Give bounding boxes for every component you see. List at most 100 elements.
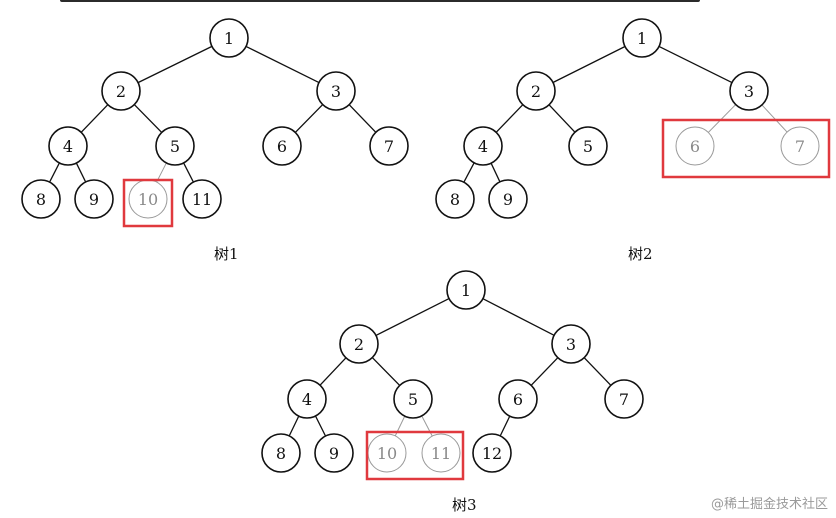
node-circle <box>421 433 461 473</box>
tree-node-8: 8 <box>435 179 475 219</box>
watermark: @稀土掘金技术社区 <box>710 497 828 512</box>
edge-2-4 <box>319 357 347 386</box>
node-label: 3 <box>331 82 341 101</box>
node-circle <box>435 179 475 219</box>
tree-node-2: 2 <box>101 71 141 111</box>
tree-node-12: 12 <box>472 433 512 473</box>
node-label: 4 <box>63 137 73 156</box>
node-label: 2 <box>531 82 541 101</box>
tree-node-9: 9 <box>314 433 354 473</box>
node-circle <box>463 126 503 166</box>
node-label: 6 <box>690 137 700 156</box>
node-circle <box>48 126 88 166</box>
edge-1-2 <box>375 297 450 337</box>
node-circle <box>74 179 114 219</box>
node-label: 2 <box>354 335 364 354</box>
tree-node-5: 5 <box>568 126 608 166</box>
node-label: 8 <box>36 190 46 209</box>
tree-1-caption: 树1 <box>214 245 239 263</box>
tree-node-2: 2 <box>339 324 379 364</box>
node-label: 9 <box>89 190 99 209</box>
tree-node-5: 5 <box>155 126 195 166</box>
node-circle <box>780 126 820 166</box>
node-label: 4 <box>478 137 488 156</box>
edge-3-6 <box>530 357 559 386</box>
node-label: 11 <box>431 444 451 463</box>
node-circle <box>604 379 644 419</box>
edge-4-9 <box>75 162 87 183</box>
tree-2-caption: 树2 <box>628 245 653 263</box>
tree-node-9: 9 <box>488 179 528 219</box>
node-label: 2 <box>116 82 126 101</box>
edge-4-8 <box>49 162 60 183</box>
tree-node-2: 2 <box>516 71 556 111</box>
node-circle <box>261 433 301 473</box>
node-circle <box>287 379 327 419</box>
node-circle <box>262 126 302 166</box>
edge-4-8 <box>463 162 475 183</box>
tree-node-1: 1 <box>446 270 486 310</box>
node-label: 10 <box>377 444 397 463</box>
tree-node-8: 8 <box>261 433 301 473</box>
tree-node-4: 4 <box>463 126 503 166</box>
node-circle <box>488 179 528 219</box>
edge-2-5 <box>548 104 576 133</box>
node-circle <box>316 71 356 111</box>
node-label: 6 <box>277 137 287 156</box>
cropped-text-strip <box>0 0 836 6</box>
node-label: 8 <box>276 444 286 463</box>
node-label: 7 <box>384 137 394 156</box>
edge-2-5 <box>133 104 163 133</box>
node-circle <box>393 379 433 419</box>
edge-4-8 <box>288 415 300 437</box>
node-circle <box>446 270 486 310</box>
tree-node-1: 1 <box>622 18 662 58</box>
node-label: 10 <box>138 190 158 209</box>
node-circle <box>155 126 195 166</box>
edge-3-6 <box>707 104 737 133</box>
node-circle <box>498 379 538 419</box>
node-circle <box>675 126 715 166</box>
highlight-box <box>661 118 831 179</box>
tree-node-6: 6 <box>498 379 538 419</box>
edge-1-3 <box>245 45 320 84</box>
tree-node-7: 7 <box>369 126 409 166</box>
edge-1-3 <box>658 45 733 84</box>
tree-node-11: 11 <box>421 433 461 473</box>
node-circle <box>209 18 249 58</box>
node-circle <box>622 18 662 58</box>
node-label: 3 <box>744 82 754 101</box>
tree-node-5: 5 <box>393 379 433 419</box>
edge-4-9 <box>314 415 327 437</box>
edge-3-7 <box>583 357 612 386</box>
node-label: 9 <box>503 190 513 209</box>
tree-node-6: 6 <box>262 126 302 166</box>
node-label: 9 <box>329 444 339 463</box>
node-circle <box>551 324 591 364</box>
tree-node-8: 8 <box>21 179 61 219</box>
tree-node-10: 10 <box>128 179 168 219</box>
node-circle <box>21 179 61 219</box>
edge-3-6 <box>294 104 324 133</box>
node-circle <box>729 71 769 111</box>
node-circle <box>339 324 379 364</box>
highlight-box <box>365 430 465 481</box>
node-label: 1 <box>461 281 471 300</box>
tree-node-6: 6 <box>675 126 715 166</box>
highlight-box <box>122 178 174 228</box>
node-label: 5 <box>170 137 180 156</box>
edge-2-4 <box>80 104 109 133</box>
tree-node-9: 9 <box>74 179 114 219</box>
node-label: 8 <box>450 190 460 209</box>
node-circle <box>314 433 354 473</box>
edge-5-11 <box>183 162 194 183</box>
edge-2-4 <box>495 104 524 133</box>
node-label: 5 <box>583 137 593 156</box>
node-label: 5 <box>408 390 418 409</box>
node-circle <box>472 433 512 473</box>
node-circle <box>101 71 141 111</box>
